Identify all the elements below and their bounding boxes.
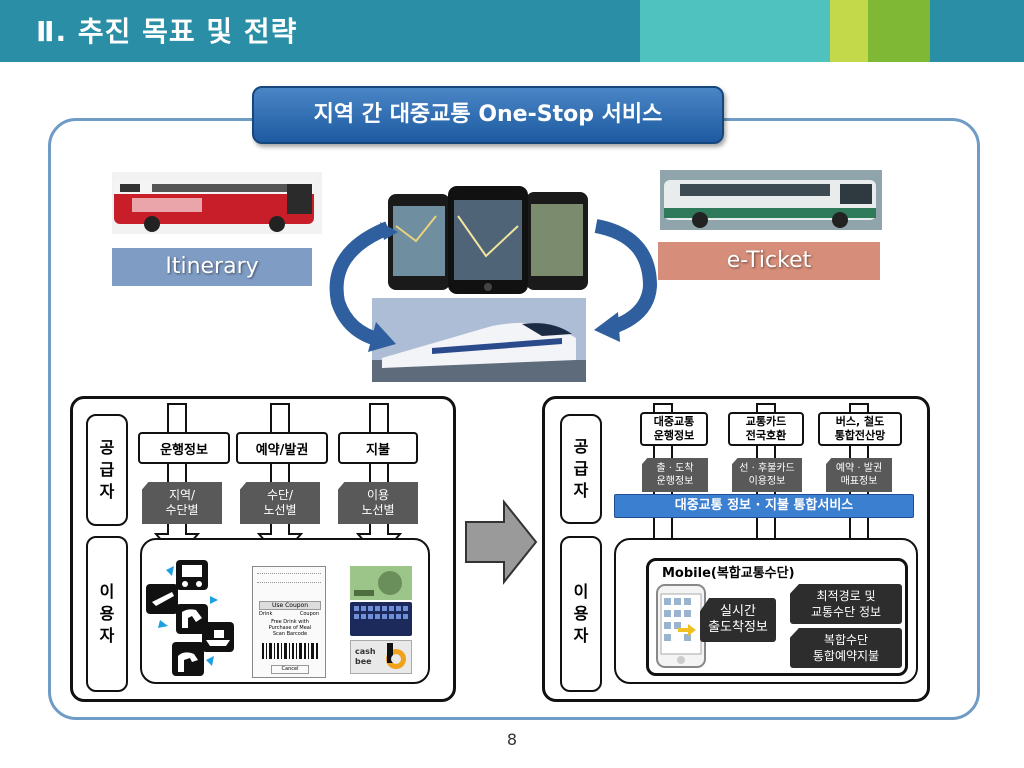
card-usage-sub-box: 선 · 후불카드 이용정보	[732, 458, 802, 492]
transit-info-box: 대중교통 운행정보	[640, 412, 708, 446]
coupon-coupon: Coupon	[299, 611, 319, 617]
reservation-box: 예약/발권	[236, 432, 328, 464]
optimal-route-box: 최적경로 및 교통수단 정보	[790, 584, 902, 624]
integrated-service-bar: 대중교통 정보 · 지불 통합서비스	[614, 494, 914, 518]
coupon-phone: Use Coupon Drink Coupon Free Drink with …	[252, 566, 326, 678]
barcode-icon	[262, 643, 318, 659]
cycle-arrow-right	[594, 219, 658, 342]
smartphones-photo	[386, 186, 590, 294]
page-title: Ⅱ. 추진 목표 및 전략	[36, 15, 298, 48]
coupon-body2: Purchase of Meal	[268, 625, 312, 631]
transit-card-image	[350, 602, 412, 636]
arrival-sub-box: 출 · 도착 운행정보	[642, 458, 708, 492]
right-user-label: 이 용 자	[560, 536, 602, 692]
route-sub-box: 수단/ 노선별	[240, 482, 320, 524]
rail-network-box: 버스, 철도 통합전산망	[818, 412, 902, 446]
right-supplier-label: 공 급 자	[560, 414, 602, 524]
bus-photo-right	[660, 170, 882, 230]
mobile-phone-icon	[656, 584, 706, 668]
service-title: 지역 간 대중교통 One-Stop 서비스	[252, 86, 724, 144]
left-supplier-label: 공 급 자	[86, 414, 128, 526]
transition-arrow-icon	[465, 499, 538, 585]
coupon-body1: Free Drink with	[271, 619, 309, 625]
ticketing-sub-box: 예약 · 발권 매표정보	[826, 458, 892, 492]
usage-sub-box: 이용 노선별	[338, 482, 418, 524]
train-photo	[372, 298, 586, 382]
transport-icons	[146, 560, 234, 676]
header-strip-green	[868, 0, 930, 62]
operation-info-box: 운행정보	[138, 432, 230, 464]
banknote-image	[350, 566, 412, 600]
left-user-label: 이 용 자	[86, 536, 128, 692]
cycle-arrow-left	[329, 221, 398, 352]
mobile-title: Mobile(복합교통수단)	[662, 566, 795, 581]
cashbee-label: cash bee	[355, 647, 376, 666]
eticket-banner: e-Ticket	[658, 242, 880, 280]
region-sub-box: 지역/ 수단별	[142, 482, 222, 524]
realtime-arrival-box: 실시간 출도착정보	[700, 598, 776, 642]
header-strip-lime	[830, 0, 868, 62]
coupon-cancel: Cancel	[271, 665, 309, 674]
coupon-drink: Drink	[259, 611, 273, 617]
payment-box: 지불	[338, 432, 418, 464]
integrated-booking-box: 복합수단 통합예약지불	[790, 628, 902, 668]
itinerary-banner: Itinerary	[112, 248, 312, 286]
transit-card-box: 교통카드 전국호환	[728, 412, 804, 446]
coupon-use-label: Use Coupon	[259, 601, 321, 610]
bus-photo-left	[112, 172, 322, 234]
page-number: 8	[506, 730, 518, 749]
coupon-body3: Scan Barcode	[272, 631, 308, 637]
cashbee-logo-icon	[386, 643, 406, 669]
header-strip-teal	[640, 0, 830, 62]
cashbee-card: cash bee	[350, 640, 412, 674]
